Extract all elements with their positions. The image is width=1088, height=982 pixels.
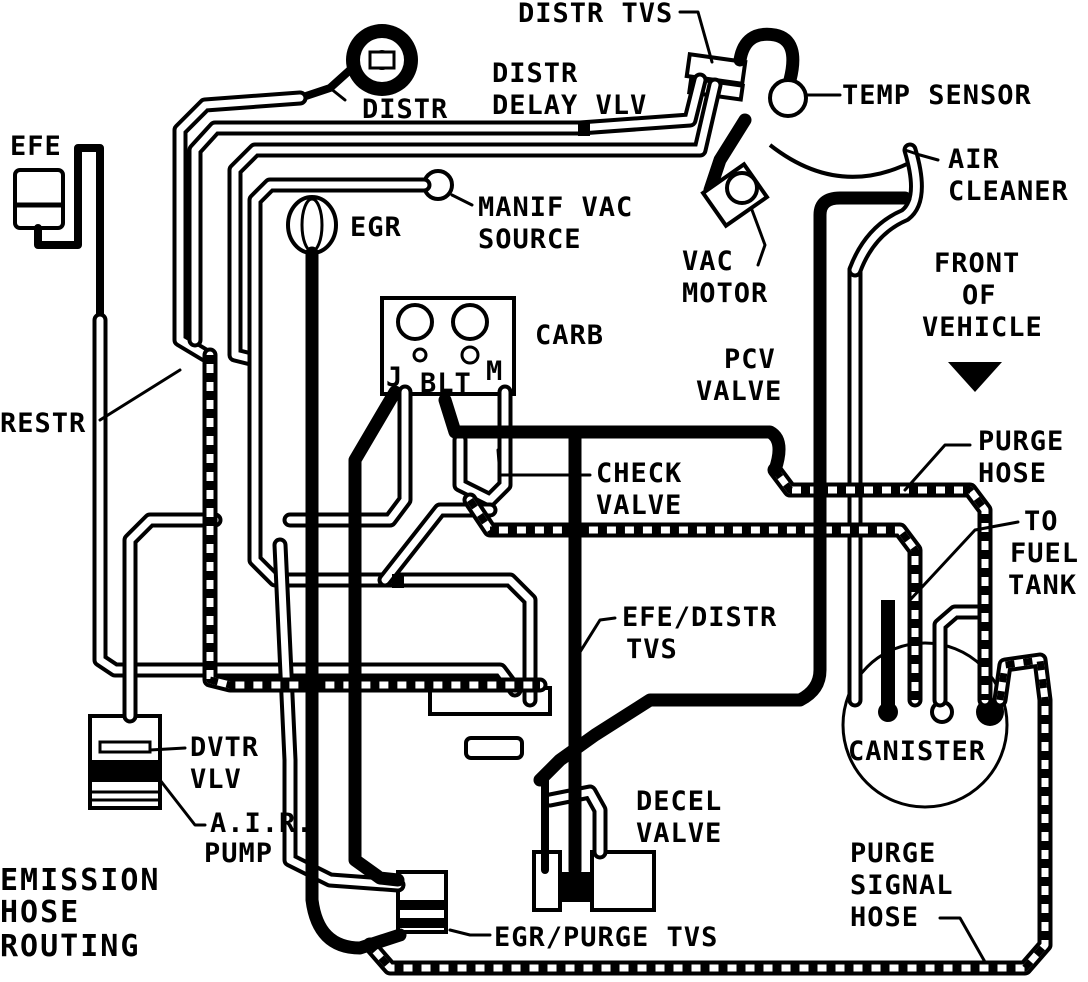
label-efe-distr-tvs-line2: TVS bbox=[626, 634, 678, 665]
label-front-line2: OF bbox=[962, 280, 997, 311]
label-efe: EFE bbox=[10, 131, 62, 162]
label-check-valve-line1: CHECK bbox=[596, 458, 682, 489]
label-distr: DISTR bbox=[362, 94, 448, 125]
egr-valve-part bbox=[286, 195, 338, 255]
label-air-cleaner-line2: CLEANER bbox=[948, 176, 1069, 207]
vac-motor-part bbox=[700, 161, 770, 229]
label-distr-delay-vlv-line2: DELAY VLV bbox=[492, 90, 647, 121]
label-air-cleaner-line1: AIR bbox=[948, 144, 1000, 175]
label-restr: RESTR bbox=[0, 408, 86, 439]
diagram-title: EMISSION HOSE ROUTING bbox=[0, 863, 161, 964]
distr-delay-valve-part bbox=[578, 122, 590, 136]
distributor-icon bbox=[296, 24, 418, 102]
label-front-line1: FRONT bbox=[934, 248, 1020, 279]
label-distr-delay-vlv-line1: DISTR bbox=[492, 58, 578, 89]
label-port-j: J bbox=[386, 362, 403, 393]
air-pump-part bbox=[88, 714, 162, 810]
label-decel-valve-line2: VALVE bbox=[636, 818, 722, 849]
solid-hoses bbox=[305, 191, 912, 955]
label-distr-tvs: DISTR TVS bbox=[518, 0, 673, 29]
label-purge-hose-line2: HOSE bbox=[978, 458, 1047, 489]
label-purge-signal-line2: SIGNAL bbox=[850, 870, 954, 901]
label-air-pump-line1: A.I.R. bbox=[210, 808, 314, 839]
label-to-fuel-tank-line3: TANK bbox=[1008, 570, 1077, 601]
label-to-fuel-tank-line2: FUEL bbox=[1010, 538, 1079, 569]
label-purge-signal-line3: HOSE bbox=[850, 902, 919, 933]
label-manif-vac-line2: SOURCE bbox=[478, 224, 582, 255]
label-temp-sensor: TEMP SENSOR bbox=[842, 80, 1032, 111]
label-vac-motor-line1: VAC bbox=[682, 246, 734, 277]
title-line-1: EMISSION bbox=[0, 863, 161, 898]
title-line-3: ROUTING bbox=[0, 929, 140, 964]
label-pcv-line1: PCV bbox=[724, 344, 776, 375]
label-canister: CANISTER bbox=[848, 736, 986, 767]
label-decel-valve-line1: DECEL bbox=[636, 786, 722, 817]
label-egr: EGR bbox=[350, 212, 402, 243]
label-check-valve-line2: VALVE bbox=[596, 490, 682, 521]
label-port-m: M bbox=[486, 356, 503, 387]
air-cleaner-part bbox=[703, 113, 916, 197]
label-egr-purge-tvs: EGR/PURGE TVS bbox=[494, 922, 718, 953]
labels: DISTR TVS DISTR DELAY VLV TEMP SENSOR DI… bbox=[0, 0, 1079, 953]
efe-unit bbox=[13, 144, 104, 324]
label-purge-hose-line1: PURGE bbox=[978, 426, 1064, 457]
egr-purge-tvs-part bbox=[396, 870, 448, 934]
front-arrow-icon bbox=[948, 362, 1002, 392]
label-front-line3: VEHICLE bbox=[922, 312, 1043, 343]
label-dvtr-vlv-line1: DVTR bbox=[190, 732, 259, 763]
label-air-pump-line2: PUMP bbox=[204, 838, 273, 869]
label-manif-vac-line1: MANIF VAC bbox=[478, 192, 633, 223]
check-valve-part bbox=[392, 574, 404, 588]
label-pcv-line2: VALVE bbox=[696, 376, 782, 407]
title-line-2: HOSE bbox=[0, 895, 80, 930]
label-port-blt: BLT bbox=[420, 368, 472, 399]
label-vac-motor-line2: MOTOR bbox=[682, 278, 768, 309]
label-purge-signal-line1: PURGE bbox=[850, 838, 936, 869]
temp-sensor-part bbox=[768, 78, 808, 118]
carburetor-part bbox=[380, 296, 516, 396]
dashed-hoses bbox=[202, 347, 1053, 976]
label-dvtr-vlv-line2: VLV bbox=[190, 764, 242, 795]
decel-valve-part bbox=[532, 850, 656, 912]
leader-lines bbox=[98, 10, 1020, 964]
label-carb: CARB bbox=[535, 320, 604, 351]
label-to-fuel-tank-line1: TO bbox=[1024, 506, 1059, 537]
label-efe-distr-tvs-line1: EFE/DISTR bbox=[622, 602, 777, 633]
